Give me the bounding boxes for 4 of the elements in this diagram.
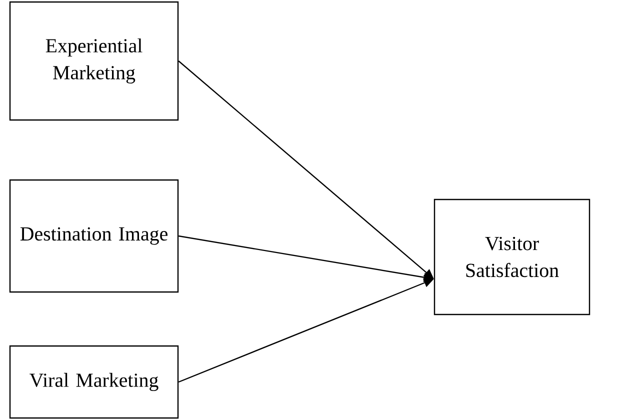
box: Viral Marketing: [9, 345, 179, 419]
box: Experiential Marketing: [9, 1, 179, 121]
box: Destination Image: [9, 179, 179, 293]
box: Visitor Satisfaction: [434, 198, 590, 316]
